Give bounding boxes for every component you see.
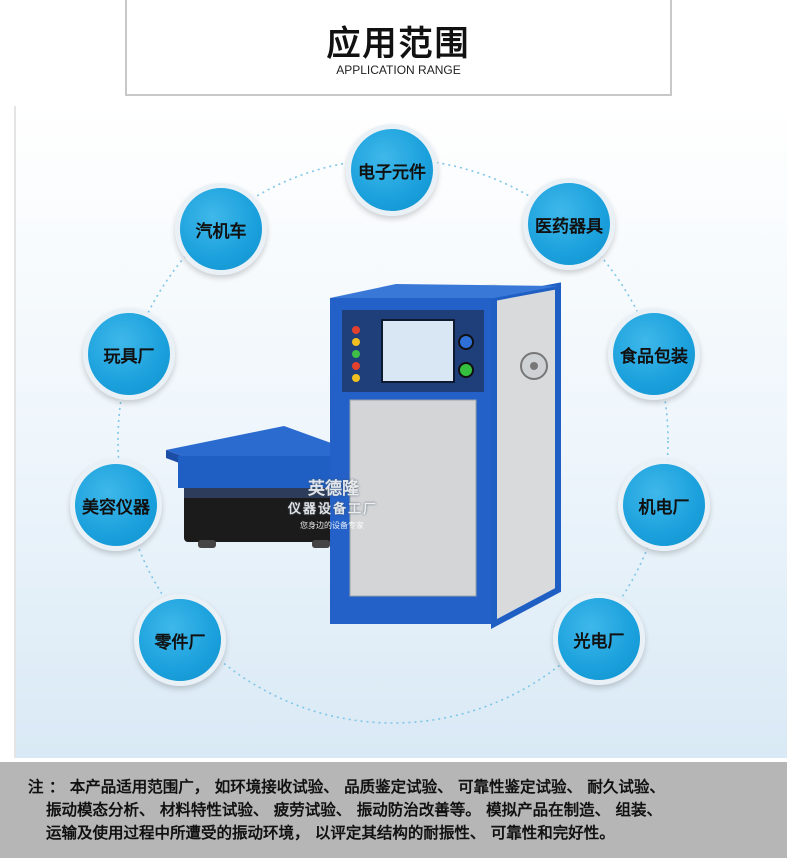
indicator-light-red: [352, 326, 360, 334]
control-cabinet-illustration: [330, 282, 561, 629]
footer-note: 注 ： 本产品适用范围广， 如环境接收试验、 品质鉴定试验、 可靠性鉴定试验、 …: [0, 762, 787, 858]
dotted-ring: [117, 158, 669, 724]
bubble-automobiles: 汽机车: [175, 183, 267, 275]
bubble-medical-devices: 医药器具: [523, 178, 615, 270]
bubble-label: 医药器具: [535, 216, 603, 237]
bubble-label: 食品包装: [620, 346, 688, 367]
bubble-toy-factory: 玩具厂: [83, 308, 175, 400]
cabinet-door: [349, 399, 477, 597]
bubble-label: 光电厂: [573, 631, 625, 652]
bubble-optoelectronics-plant: 光电厂: [553, 593, 645, 685]
footer-line: 运输及使用过程中所遭受的振动环境， 以评定其结构的耐振性、 可靠性和完好性。: [46, 824, 615, 842]
bubble-label: 玩具厂: [103, 346, 155, 367]
table-band: [184, 486, 344, 498]
indicator-light-red-2: [352, 362, 360, 370]
bubble-electromechanical-plant: 机电厂: [618, 459, 710, 551]
page-subtitle: APPLICATION RANGE: [336, 63, 461, 77]
bubble-label: 汽机车: [195, 221, 247, 242]
watermark-name: 仪器设备工厂: [288, 502, 379, 517]
knob-green: [458, 362, 474, 378]
footer-line: 注 ： 本产品适用范围广， 如环境接收试验、 品质鉴定试验、 可靠性鉴定试验、 …: [28, 778, 665, 796]
watermark-brand: 英德隆: [308, 479, 359, 499]
cabinet-top: [330, 284, 558, 298]
bubble-label: 美容仪器: [82, 497, 150, 518]
section-header: 应用范围 APPLICATION RANGE: [125, 0, 672, 96]
stage-edge: [14, 106, 16, 758]
bubble-label: 机电厂: [638, 497, 690, 518]
bubble-electronic-components: 电子元件: [346, 124, 438, 216]
cabinet-side: [491, 282, 561, 629]
indicator-light-yellow-2: [352, 374, 360, 382]
bubble-label: 电子元件: [358, 162, 426, 183]
indicator-light-green: [352, 350, 360, 358]
table-body: [178, 456, 348, 488]
page-title: 应用范围: [326, 24, 471, 64]
watermark-slogan: 您身边的设备专家: [300, 521, 364, 530]
bubble-food-packaging: 食品包装: [608, 308, 700, 400]
table-base: [184, 494, 344, 542]
fan-hub: [530, 362, 538, 370]
bubble-beauty-instruments: 美容仪器: [70, 459, 162, 551]
table-foot-right: [312, 540, 330, 548]
indicator-light-yellow: [352, 338, 360, 346]
bubble-label: 零件厂: [154, 632, 206, 653]
table-foot-left: [198, 540, 216, 548]
footer-text: 注 ： 本产品适用范围广， 如环境接收试验、 品质鉴定试验、 可靠性鉴定试验、 …: [28, 776, 768, 845]
knob-blue: [458, 334, 474, 350]
bubble-parts-plant: 零件厂: [134, 594, 226, 686]
footer-line: 振动模态分析、 材料特性试验、 疲劳试验、 振动防治改善等。 模拟产品在制造、 …: [46, 801, 662, 819]
vibration-table-illustration: [166, 426, 356, 548]
touch-screen: [381, 319, 455, 383]
